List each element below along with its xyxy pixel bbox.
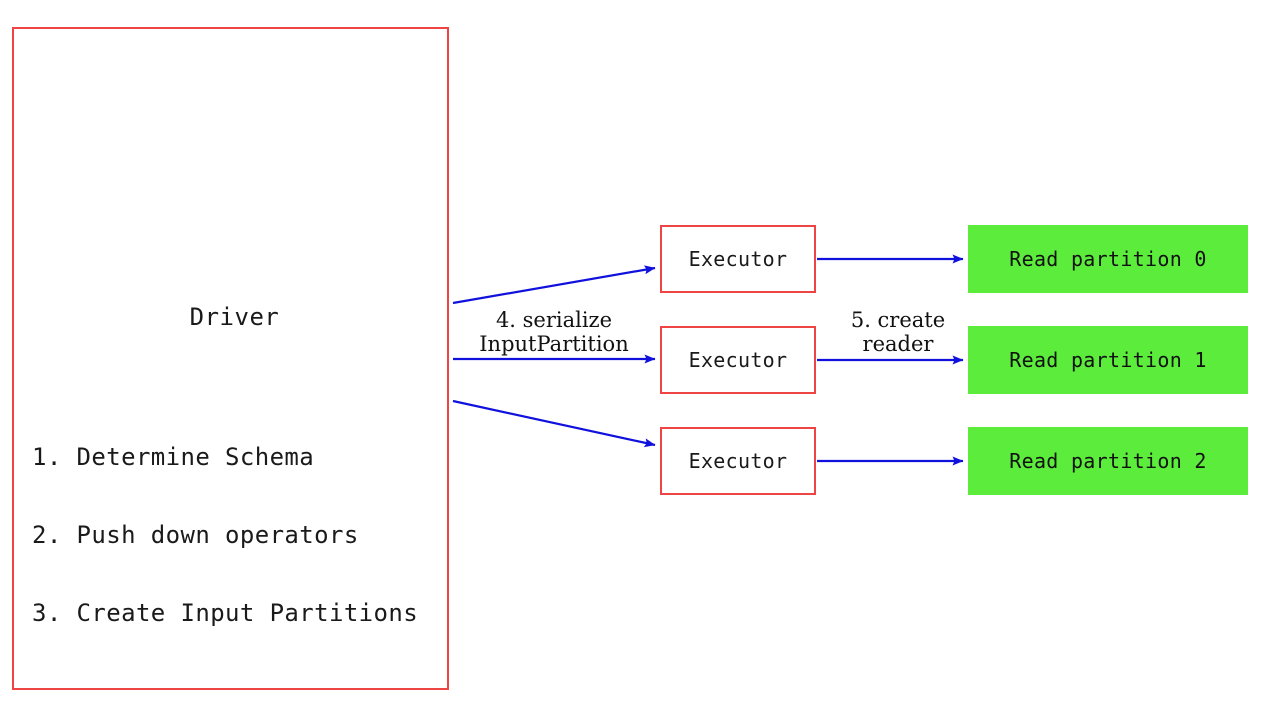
arrow-driver-to-executor-1 xyxy=(452,265,656,305)
edge-label-serialize: 4. serialize InputPartition xyxy=(466,308,642,356)
executor-label-1: Executor xyxy=(688,247,788,271)
driver-step-1: 1. Determine Schema xyxy=(32,443,315,471)
edge-label-serialize-line1: 4. serialize xyxy=(495,308,613,332)
driver-box: Driver 1. Determine Schema 2. Push down … xyxy=(12,27,449,690)
partition-box-0: Read partition 0 xyxy=(968,225,1248,293)
executor-box-3: Executor xyxy=(660,427,816,495)
edge-label-create-reader: 5. create reader xyxy=(832,308,964,356)
partition-label-2: Read partition 2 xyxy=(1009,449,1207,473)
executor-label-2: Executor xyxy=(688,348,788,372)
partition-box-1: Read partition 1 xyxy=(968,326,1248,394)
driver-step-list: 1. Determine Schema 2. Push down operato… xyxy=(32,392,418,678)
edge-label-create-reader-line2: reader xyxy=(862,332,934,356)
arrow-driver-to-executor-3 xyxy=(452,399,656,448)
driver-step-3: 3. Create Input Partitions xyxy=(32,599,419,627)
executor-label-3: Executor xyxy=(688,449,788,473)
executor-box-2: Executor xyxy=(660,326,816,394)
partition-box-2: Read partition 2 xyxy=(968,427,1248,495)
edge-label-create-reader-line1: 5. create xyxy=(850,308,946,332)
partition-label-0: Read partition 0 xyxy=(1009,247,1207,271)
driver-step-2: 2. Push down operators xyxy=(32,521,359,549)
executor-box-1: Executor xyxy=(660,225,816,293)
driver-title: Driver xyxy=(189,303,280,331)
partition-label-1: Read partition 1 xyxy=(1009,348,1207,372)
edge-label-serialize-line2: InputPartition xyxy=(479,332,629,356)
